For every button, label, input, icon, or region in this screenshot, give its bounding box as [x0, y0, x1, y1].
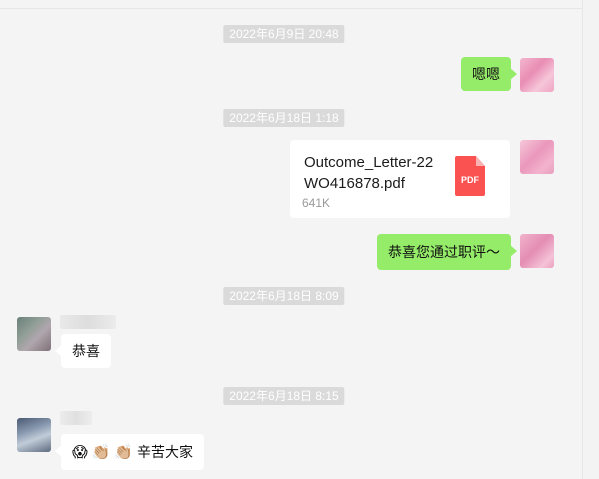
message-text: 恭喜 — [72, 343, 100, 359]
message-text: 辛苦大家 — [137, 444, 194, 460]
contact-avatar[interactable] — [17, 418, 51, 452]
clapping-hands-emoji: 👏🏼 — [91, 444, 111, 461]
message-bubble-self[interactable]: 嗯嗯 — [461, 57, 517, 91]
message-bubble-self[interactable]: 恭喜您通过职评～ — [377, 234, 517, 270]
header-divider — [0, 8, 582, 9]
file-message-card[interactable]: Outcome_Letter-22WO416878.pdf 641K PDF — [290, 140, 510, 218]
scream-emoji: 😱 — [72, 444, 88, 461]
timestamp: 2022年6月9日 20:48 — [223, 25, 345, 43]
contact-avatar[interactable] — [17, 317, 51, 351]
sender-name — [60, 411, 92, 425]
pdf-fold-corner — [476, 156, 485, 166]
clapping-hands-emoji: 👏🏼 — [114, 444, 134, 461]
my-avatar[interactable] — [520, 140, 554, 174]
my-avatar[interactable] — [520, 234, 554, 268]
message-text: 嗯嗯 — [472, 66, 500, 82]
message-text: 恭喜您通过职评～ — [388, 244, 500, 260]
timestamp: 2022年6月18日 8:09 — [223, 287, 345, 305]
chat-message-panel[interactable]: 2022年6月9日 20:48 嗯嗯 2022年6月18日 1:18 Outco… — [0, 0, 582, 479]
message-bubble-other[interactable]: 恭喜 — [55, 334, 111, 368]
sender-name — [60, 315, 116, 329]
timestamp: 2022年6月18日 1:18 — [223, 109, 345, 127]
pdf-icon-label: PDF — [461, 175, 479, 185]
timestamp: 2022年6月18日 8:15 — [223, 387, 345, 405]
message-bubble-other[interactable]: 😱👏🏼👏🏼辛苦大家 — [54, 434, 205, 470]
my-avatar[interactable] — [520, 58, 554, 92]
file-name: Outcome_Letter-22WO416878.pdf — [304, 154, 434, 192]
file-size: 641K — [302, 196, 331, 210]
chat-scrollbar[interactable] — [582, 0, 599, 479]
